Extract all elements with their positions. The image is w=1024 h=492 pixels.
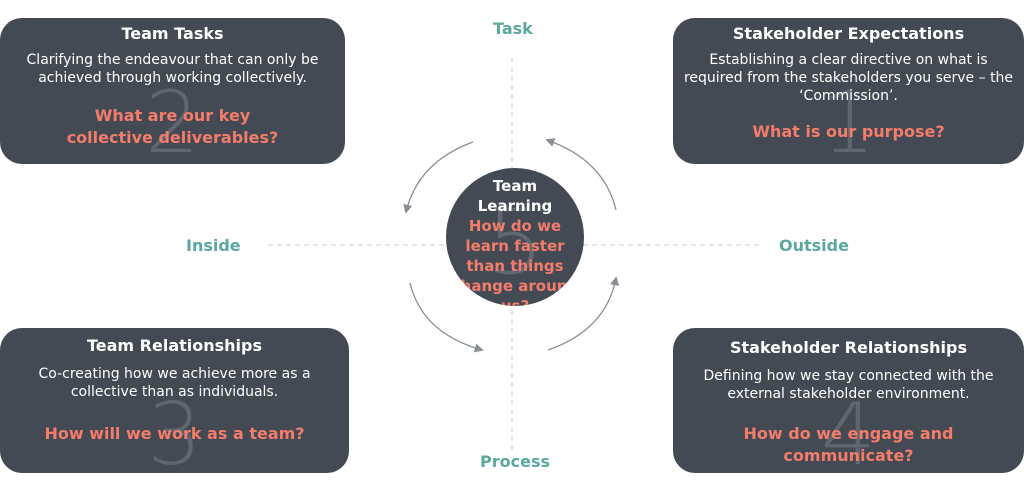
team-learning-question: How do we learn faster than things chang… (451, 217, 579, 306)
axis-label-outside: Outside (779, 236, 849, 255)
team-tasks-description: Clarifying the endeavour that can only b… (26, 52, 319, 86)
arrow-top-right (545, 138, 617, 211)
arrow-bottom-left (409, 282, 484, 353)
box-number-1: 1 (821, 73, 876, 164)
box-number-2: 2 (145, 73, 200, 164)
stakeholder-expectations-box: 1 Stakeholder Expectations Establishing … (673, 18, 1024, 164)
team-relationships-title: Team Relationships (86, 336, 263, 355)
stakeholder-expectations-question: What is our purpose? (752, 122, 945, 141)
team-tasks-title: Team Tasks (121, 24, 224, 43)
team-tasks-box: 2 Team Tasks Clarifying the endeavour th… (0, 18, 345, 164)
team-tasks-question: What are our key collective deliverables… (66, 106, 279, 147)
stakeholder-relationships-question: How do we engage and communicate? (743, 424, 954, 465)
stakeholder-relationships-box: 4 Stakeholder Relationships Defining how… (673, 328, 1024, 473)
team-learning-title: Team Learning (477, 177, 553, 215)
team-relationships-box: 3 Team Relationships Co-creating how we … (0, 328, 349, 473)
arrow-top-left (403, 141, 474, 214)
axis-label-inside: Inside (186, 236, 241, 255)
center-number-5: 5 (486, 190, 544, 295)
team-relationships-description: Co-creating how we achieve more as a col… (38, 366, 311, 400)
team-learning-circle: 5 Team Learning How do we learn faster t… (446, 168, 584, 306)
axis-label-process: Process (480, 452, 550, 471)
team-relationships-question: How will we work as a team? (44, 424, 305, 443)
arrow-bottom-right (547, 276, 620, 351)
stakeholder-relationships-title: Stakeholder Relationships (729, 338, 967, 357)
stakeholder-expectations-description: Establishing a clear directive on what i… (683, 52, 1014, 104)
box-number-3: 3 (147, 385, 202, 473)
stakeholder-relationships-description: Defining how we stay connected with the … (703, 368, 994, 402)
axis-label-task: Task (493, 19, 533, 38)
stakeholder-expectations-title: Stakeholder Expectations (732, 24, 965, 43)
box-number-4: 4 (821, 385, 876, 473)
